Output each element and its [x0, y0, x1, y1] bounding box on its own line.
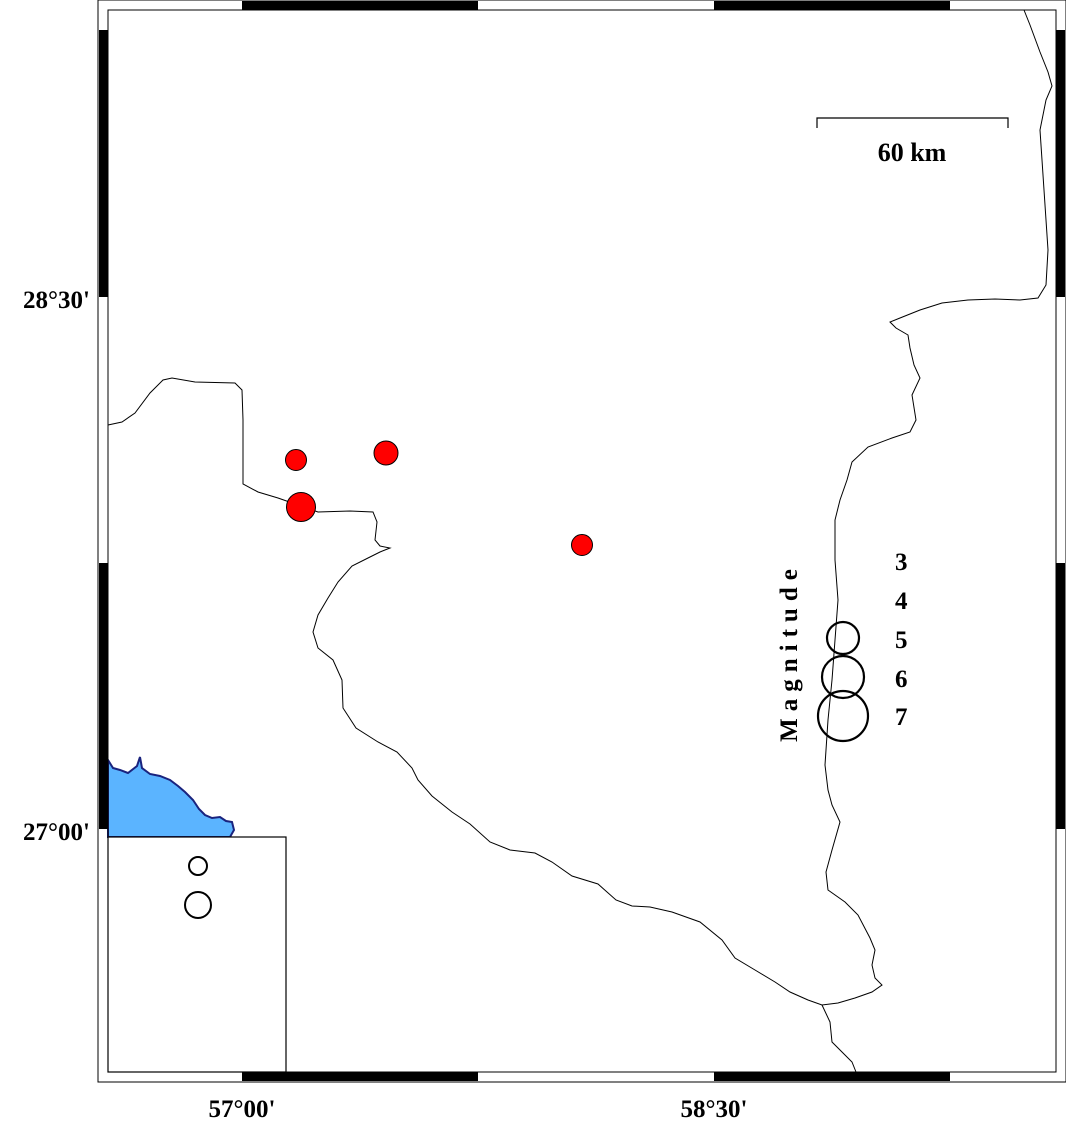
legend-circle-5	[825, 620, 861, 656]
event-marker	[286, 492, 316, 522]
map-frame	[97, 0, 1066, 1083]
scale-bar-label: 60 km	[878, 138, 947, 167]
lat-label-28-30: 28°30'	[23, 287, 90, 314]
border-southeast	[821, 1004, 857, 1073]
lon-label-57-00: 57°00'	[209, 1096, 276, 1122]
legend-label-3: 3	[895, 549, 908, 576]
inset-circle-small	[188, 856, 208, 876]
legend-title: Magnitude	[776, 562, 803, 742]
magnitude-legend: Magnitude 3 4 5 6 7	[776, 549, 908, 743]
events	[285, 440, 593, 556]
inset-box	[107, 836, 287, 1073]
event-marker	[571, 534, 593, 556]
sea-area	[107, 756, 236, 838]
lon-label-58-30: 58°30'	[681, 1096, 748, 1122]
legend-circle-7	[816, 689, 870, 743]
legend-label-5: 5	[895, 627, 908, 654]
legend-circle-6	[820, 654, 866, 700]
borders	[107, 9, 1053, 1073]
lat-label-27-00: 27°00'	[23, 819, 90, 846]
event-marker	[285, 449, 307, 471]
legend-label-6: 6	[895, 666, 908, 693]
border-west	[107, 9, 1053, 1006]
graticule-labels: 28°30' 27°00' 57°00' 58°30'	[23, 287, 748, 1123]
scale-bar: 60 km	[816, 117, 1009, 167]
legend-label-7: 7	[895, 704, 908, 731]
inset-circle-medium	[184, 891, 212, 919]
event-marker	[373, 440, 399, 466]
legend-label-4: 4	[895, 588, 908, 615]
